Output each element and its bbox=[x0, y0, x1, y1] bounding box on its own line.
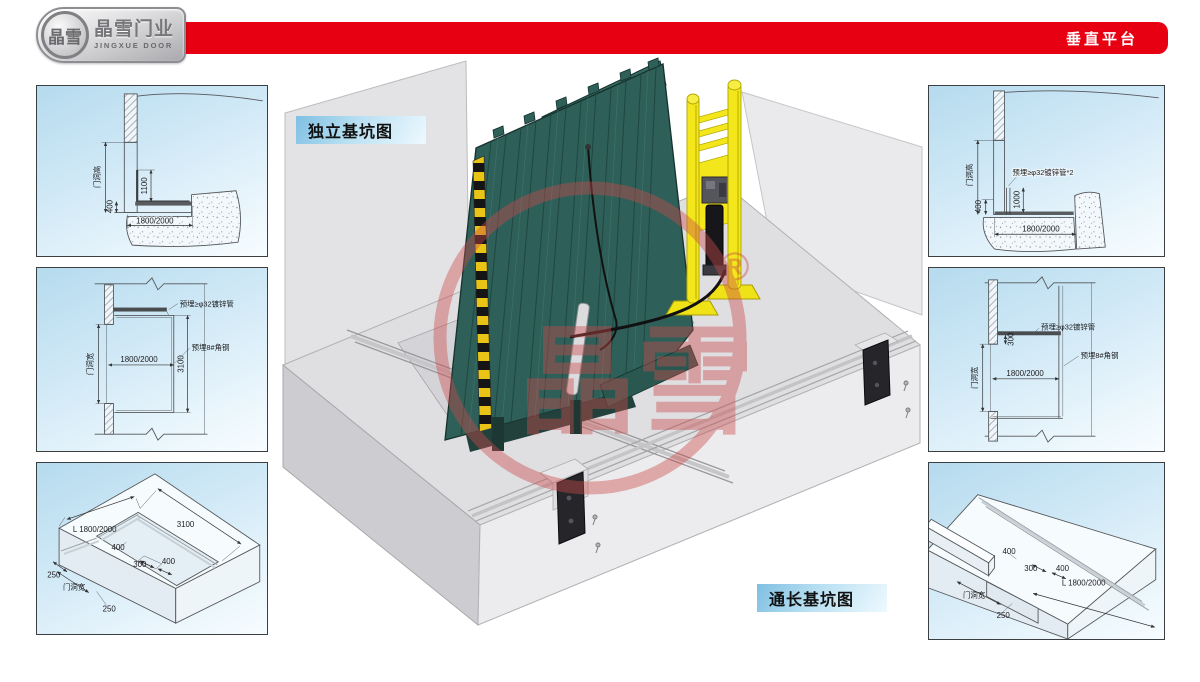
svg-text:300: 300 bbox=[1024, 564, 1038, 573]
svg-text:门洞高: 门洞高 bbox=[92, 166, 102, 188]
drawing-iso-through-pit: 400 300 400 L 1800/2000 门洞宽 250 bbox=[928, 462, 1165, 640]
svg-text:预埋≥φ32镀锌管: 预埋≥φ32镀锌管 bbox=[180, 299, 234, 309]
svg-text:3100: 3100 bbox=[177, 520, 195, 529]
svg-text:门洞宽: 门洞宽 bbox=[963, 589, 986, 599]
svg-text:400: 400 bbox=[105, 199, 114, 213]
leveler-base-frame bbox=[466, 390, 636, 452]
svg-text:400: 400 bbox=[111, 543, 125, 552]
label-through-pit: 通长基坑图 bbox=[757, 584, 887, 612]
drawing-plan-right: 300 预埋≥φ32镀锌管 预埋8#角钢 1800/2000 门洞宽 bbox=[928, 267, 1165, 452]
svg-text:L 1800/2000: L 1800/2000 bbox=[1062, 579, 1106, 588]
svg-text:250: 250 bbox=[47, 571, 61, 580]
svg-text:预埋8#角钢: 预埋8#角钢 bbox=[1081, 350, 1119, 360]
svg-text:1800/2000: 1800/2000 bbox=[136, 216, 174, 225]
svg-text:3100: 3100 bbox=[177, 355, 186, 373]
company-logo: 晶雪 晶雪门业 JINGXUE DOOR bbox=[36, 7, 186, 63]
drawing-iso-independent-pit: L 1800/2000 3100 400 300 400 250 门洞宽 250 bbox=[36, 462, 268, 635]
svg-text:400: 400 bbox=[1003, 547, 1017, 556]
logo-emblem-icon: 晶雪 bbox=[41, 11, 89, 59]
drawing-section-left: 门洞高 1100 400 1800/2000 bbox=[36, 85, 268, 257]
svg-text:400: 400 bbox=[162, 557, 176, 566]
svg-text:门洞宽: 门洞宽 bbox=[85, 352, 95, 375]
svg-text:门洞宽: 门洞宽 bbox=[969, 366, 979, 389]
hydraulic-cylinder bbox=[566, 302, 590, 396]
hinge-tabs bbox=[492, 57, 660, 139]
hydraulic-hose bbox=[569, 269, 727, 339]
svg-text:晶雪: 晶雪 bbox=[518, 317, 754, 449]
svg-text:400: 400 bbox=[974, 199, 983, 213]
drawing-plan-left: 预埋≥φ32镀锌管 预埋8#角钢 1800/2000 3100 门洞宽 bbox=[36, 267, 268, 452]
page-title: 垂直平台 bbox=[1065, 30, 1138, 48]
dock-bumper bbox=[854, 332, 899, 406]
svg-text:门洞宽: 门洞宽 bbox=[63, 582, 86, 592]
hydraulic-hose bbox=[587, 146, 616, 318]
drawing-section-right: 预埋≥φ32镀锌管*2 1000 400 门洞高 1800/2000 bbox=[928, 85, 1165, 257]
dock-bumper bbox=[539, 458, 589, 545]
central-illustration: 晶雪 ® bbox=[282, 57, 923, 627]
vertical-dock-leveler bbox=[444, 57, 699, 452]
svg-text:门洞高: 门洞高 bbox=[964, 164, 974, 186]
svg-text:1800/2000: 1800/2000 bbox=[1022, 224, 1060, 233]
svg-text:1800/2000: 1800/2000 bbox=[120, 355, 158, 364]
svg-text:预埋≥φ32镀锌管: 预埋≥φ32镀锌管 bbox=[1041, 321, 1095, 331]
svg-text:300: 300 bbox=[1006, 332, 1015, 346]
svg-text:250: 250 bbox=[103, 604, 117, 613]
hydraulic-hose bbox=[599, 316, 618, 351]
watermark-logo: 晶雪 ® bbox=[433, 181, 754, 495]
svg-text:400: 400 bbox=[1056, 564, 1070, 573]
svg-text:预埋≥φ32镀锌管*2: 预埋≥φ32镀锌管*2 bbox=[1012, 167, 1073, 177]
svg-text:1000: 1000 bbox=[1012, 190, 1021, 208]
svg-text:L 1800/2000: L 1800/2000 bbox=[73, 525, 117, 534]
logo-english-name: JINGXUE DOOR bbox=[94, 41, 174, 51]
label-independent-pit: 独立基坑图 bbox=[296, 116, 426, 144]
dock-edge-angle bbox=[467, 330, 917, 522]
svg-text:预埋8#角钢: 预埋8#角钢 bbox=[192, 342, 230, 352]
logo-chinese-name: 晶雪门业 bbox=[94, 19, 175, 41]
header-bar: 垂直平台 bbox=[180, 22, 1168, 54]
svg-text:250: 250 bbox=[997, 611, 1011, 620]
hydraulic-power-pack bbox=[701, 176, 738, 276]
safety-guard bbox=[569, 79, 761, 339]
svg-text:®: ® bbox=[720, 245, 749, 289]
svg-text:1100: 1100 bbox=[140, 177, 149, 195]
svg-text:1800/2000: 1800/2000 bbox=[1006, 369, 1044, 378]
svg-text:300: 300 bbox=[133, 560, 147, 569]
anchor-screws bbox=[592, 380, 911, 554]
